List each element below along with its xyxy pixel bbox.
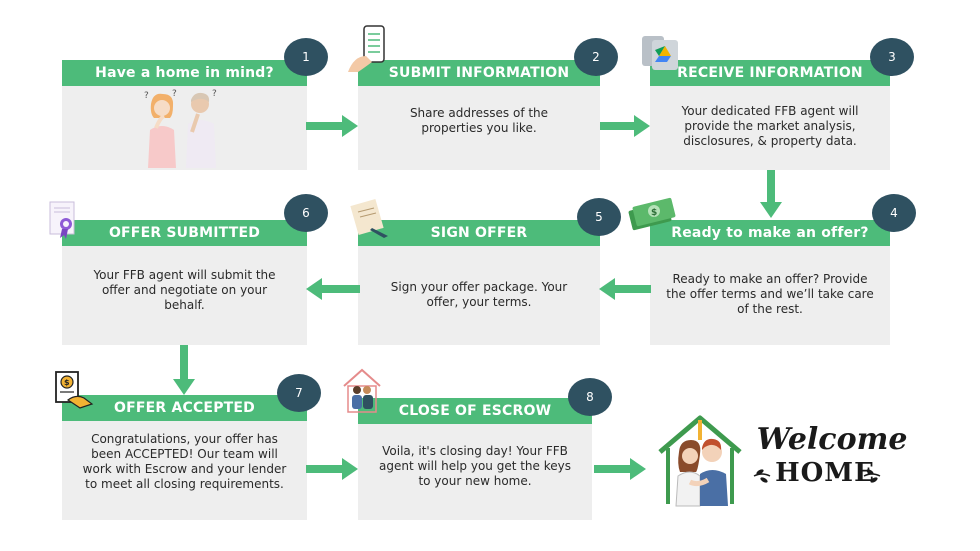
step-title-6: OFFER SUBMITTED (62, 220, 307, 246)
arrow-8-to-welcome (594, 458, 646, 480)
arrow-2-to-3 (600, 115, 650, 137)
svg-text:?: ? (212, 89, 217, 99)
signing-document-icon (350, 198, 388, 238)
step-title-7: OFFER ACCEPTED (62, 395, 307, 421)
step-card-5: SIGN OFFER Sign your offer package. Your… (358, 220, 600, 345)
step-card-2: SUBMIT INFORMATION Share addresses of th… (358, 60, 600, 170)
step-badge-8: 8 (568, 378, 612, 416)
documents-icon (642, 36, 678, 70)
svg-text:?: ? (172, 89, 177, 99)
thinking-couple-icon: ? ? ? (144, 89, 217, 168)
step-badge-3: 3 (870, 38, 914, 76)
step-title-2: SUBMIT INFORMATION (358, 60, 600, 86)
step-title-1: Have a home in mind? (62, 60, 307, 86)
arrow-3-to-4 (760, 170, 782, 218)
step-badge-5: 5 (577, 198, 621, 236)
arrow-1-to-2 (306, 115, 358, 137)
step-title-3: RECEIVE INFORMATION (650, 60, 890, 86)
money-icon: $ (628, 197, 676, 231)
arrow-4-to-5 (599, 278, 651, 300)
step-card-7: OFFER ACCEPTED Congratulations, your off… (62, 395, 307, 520)
step-body-4: Ready to make an offer? Provide the offe… (666, 272, 874, 316)
step-card-4: Ready to make an offer? Ready to make an… (650, 220, 890, 345)
leaf-decoration-icon (753, 469, 881, 483)
welcome-home-couple-icon (658, 415, 742, 507)
svg-text:?: ? (144, 91, 149, 101)
step-badge-6: 6 (284, 194, 328, 232)
step-title-5: SIGN OFFER (358, 220, 600, 246)
step-body-7: Congratulations, your offer has been ACC… (82, 432, 287, 491)
arrow-5-to-6 (306, 278, 360, 300)
arrow-7-to-8 (306, 458, 358, 480)
certificate-icon (49, 201, 75, 239)
couple-house-icon (343, 368, 381, 413)
step-body-3: Your dedicated FFB agent will provide th… (681, 104, 859, 148)
step-body-5: Sign your offer package. Your offer, you… (390, 280, 568, 309)
arrow-6-to-7 (173, 345, 195, 395)
step-card-3: RECEIVE INFORMATION Your dedicated FFB a… (650, 60, 890, 170)
step-badge-2: 2 (574, 38, 618, 76)
step-card-8: CLOSE OF ESCROW Voila, it's closing day!… (358, 398, 592, 520)
svg-text:$: $ (64, 378, 70, 387)
svg-text:$: $ (651, 208, 657, 218)
welcome-text: Welcome (756, 422, 908, 457)
step-card-6: OFFER SUBMITTED Your FFB agent will subm… (62, 220, 307, 345)
step-badge-1: 1 (284, 38, 328, 76)
home-text: HOME (775, 458, 875, 488)
step-title-8: CLOSE OF ESCROW (358, 398, 592, 424)
step-body-6: Your FFB agent will submit the offer and… (93, 268, 276, 312)
step-badge-7: 7 (277, 374, 321, 412)
step-badge-4: 4 (872, 194, 916, 232)
dollar-handshake-icon: $ (55, 371, 94, 409)
step-body-2: Share addresses of the properties you li… (409, 106, 549, 135)
step-card-1: Have a home in mind? ? ? ? (62, 60, 307, 170)
phone-checklist-icon (348, 25, 385, 72)
step-body-8: Voila, it's closing day! Your FFB agent … (378, 444, 571, 488)
step-title-4: Ready to make an offer? (650, 220, 890, 246)
